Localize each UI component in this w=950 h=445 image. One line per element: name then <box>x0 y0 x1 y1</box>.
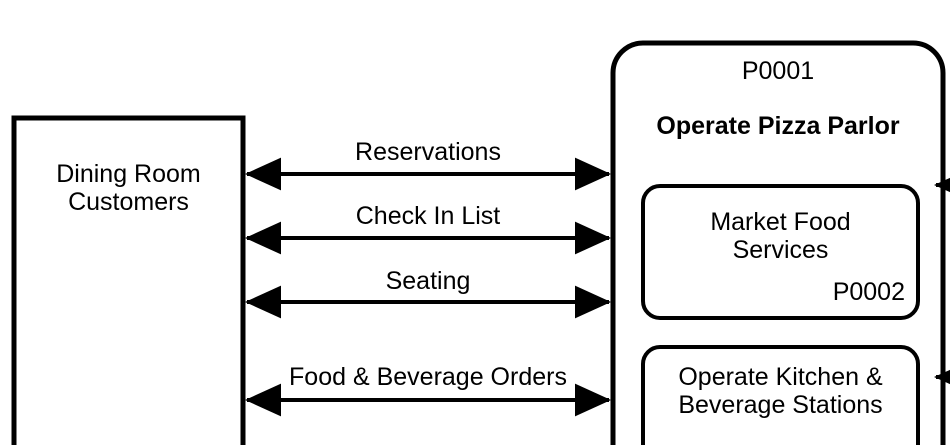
outer-process-id: P0001 <box>741 57 815 85</box>
flow-label-seating: Seating <box>385 267 471 295</box>
flow-label-check-in-list: Check In List <box>355 202 501 230</box>
inner-process-2-name-line2: Beverage Stations <box>678 391 883 419</box>
external-entity-label-line2: Customers <box>68 188 189 216</box>
inner-process-1-name: Market Food Services <box>643 208 918 264</box>
external-entity-label: Dining Room Customers <box>14 160 243 216</box>
inner-process-2-name-line1: Operate Kitchen & <box>678 363 883 391</box>
flow-label-food-beverage-orders: Food & Beverage Orders <box>289 363 567 391</box>
external-entity-box[interactable] <box>11 115 246 445</box>
external-entity-label-line1: Dining Room <box>56 160 201 188</box>
inner-process-1-name-line2: Services <box>732 236 829 264</box>
flow-label-reservations: Reservations <box>355 138 501 166</box>
inner-process-box-1[interactable] <box>641 184 920 320</box>
inner-process-1-id: P0002 <box>832 278 905 306</box>
inner-process-1-name-line1: Market Food <box>710 208 851 236</box>
inner-process-box-2[interactable] <box>641 345 920 445</box>
inner-process-2-name: Operate Kitchen & Beverage Stations <box>643 363 918 419</box>
outer-process-name: Operate Pizza Parlor <box>656 112 900 140</box>
